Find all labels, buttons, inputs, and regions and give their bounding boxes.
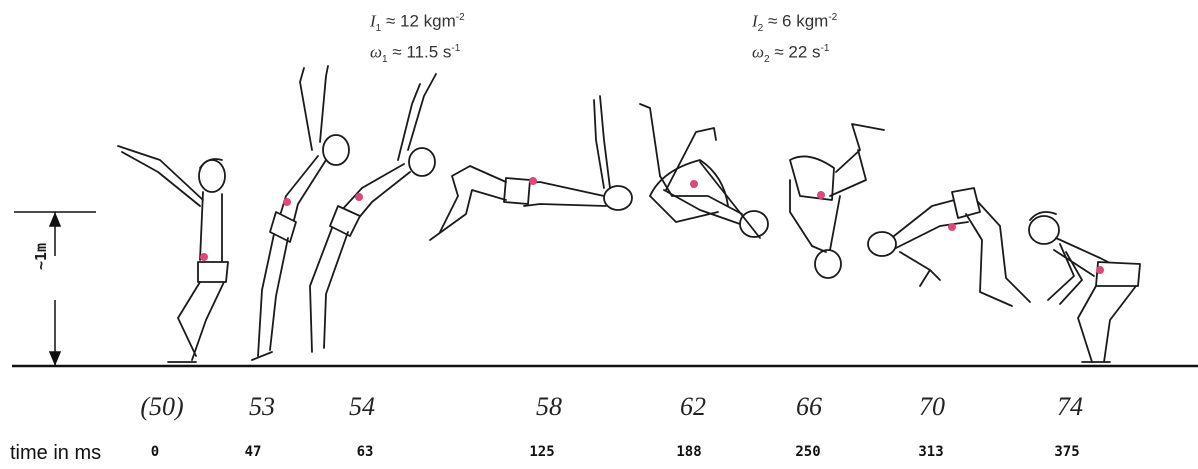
angular-velocity-1: ω1 ≈ 11.5 s-1: [370, 39, 465, 70]
inertia-value: ≈ 12 kgm: [386, 12, 456, 31]
frame-number: 74: [1057, 392, 1083, 422]
inertia-value: ≈ 6 kgm: [768, 12, 828, 31]
omega-symbol: ω: [370, 43, 382, 62]
center-of-mass-marker: [817, 191, 825, 199]
center-of-mass-marker: [1096, 266, 1104, 274]
gymnast-figure-frame-62: [640, 104, 768, 238]
time-value: 63: [357, 444, 374, 460]
frame-number: (50): [140, 392, 183, 422]
gymnast-figure-frame-54: [310, 74, 436, 352]
time-value: 313: [918, 444, 943, 460]
center-of-mass-marker: [283, 198, 291, 206]
center-of-mass-marker: [529, 177, 537, 185]
inertia-subscript: 1: [376, 23, 382, 34]
frame-number: 62: [680, 392, 706, 422]
gymnast-figure-frame-50: [118, 146, 228, 362]
omega-symbol: ω: [752, 43, 764, 62]
center-of-mass-marker: [948, 223, 956, 231]
time-value: 188: [676, 444, 701, 460]
inertia-exponent: -2: [456, 12, 465, 23]
gymnast-figure-frame-66: [790, 124, 884, 278]
time-value: 125: [529, 444, 554, 460]
frame-number: 66: [796, 392, 822, 422]
omega-exponent: -1: [821, 43, 830, 54]
moment-of-inertia-1: I1 ≈ 12 kgm-2: [370, 8, 465, 39]
omega-subscript: 1: [382, 54, 388, 65]
phase1-annotation: I1 ≈ 12 kgm-2 ω1 ≈ 11.5 s-1: [370, 8, 465, 70]
gymnast-figure-frame-58: [430, 96, 632, 240]
frame-number: 70: [919, 392, 945, 422]
frame-number: 53: [249, 392, 275, 422]
omega-value: ≈ 11.5 s: [392, 43, 451, 62]
height-scale-label: ~1m: [32, 243, 50, 270]
omega-value: ≈ 22 s: [774, 43, 820, 62]
inertia-subscript: 2: [758, 23, 764, 34]
time-value: 375: [1054, 444, 1079, 460]
time-value: 0: [151, 444, 159, 460]
omega-exponent: -1: [451, 43, 460, 54]
frame-number: 58: [536, 392, 562, 422]
gymnast-figure-frame-74: [1029, 212, 1140, 362]
time-value: 250: [795, 444, 820, 460]
center-of-mass-marker: [355, 193, 363, 201]
gymnast-figure-frame-70: [868, 188, 1030, 306]
moment-of-inertia-2: I2 ≈ 6 kgm-2: [752, 8, 837, 39]
time-value: 47: [245, 444, 262, 460]
center-of-mass-marker: [200, 253, 208, 261]
inertia-exponent: -2: [828, 12, 837, 23]
height-scale-bar: [14, 212, 96, 366]
center-of-mass-marker: [690, 180, 698, 188]
time-axis-label: time in ms: [10, 442, 101, 465]
frame-number: 54: [349, 392, 375, 422]
angular-velocity-2: ω2 ≈ 22 s-1: [752, 39, 837, 70]
omega-subscript: 2: [764, 54, 770, 65]
phase2-annotation: I2 ≈ 6 kgm-2 ω2 ≈ 22 s-1: [752, 8, 837, 70]
